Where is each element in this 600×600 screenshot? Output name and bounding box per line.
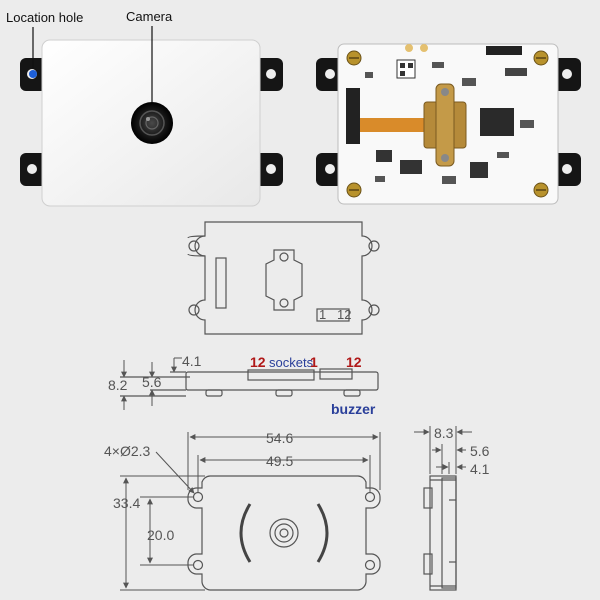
location-hole-marker xyxy=(29,70,37,78)
mount-hole xyxy=(192,559,204,571)
scan-wave-right-icon xyxy=(316,503,329,563)
dim-side-8-2: 8.2 xyxy=(108,377,128,393)
front-view-drawing xyxy=(187,475,381,591)
top-view-camera-bracket xyxy=(265,249,303,311)
front-view-dimensions xyxy=(120,432,381,591)
dim-width-54-6: 54.6 xyxy=(266,430,293,446)
screw-icon xyxy=(533,182,549,198)
socket-number-left: 12 xyxy=(250,354,266,370)
socket-number-right: 12 xyxy=(346,354,362,370)
side-view-body xyxy=(185,371,379,391)
location-hole-label: Location hole xyxy=(6,10,83,25)
screw-icon xyxy=(346,182,362,198)
buzzer-label: buzzer xyxy=(331,401,376,417)
dim-end-5-6: 5.6 xyxy=(470,443,490,459)
front-view-outline xyxy=(187,475,381,591)
module-front-photo xyxy=(20,26,283,207)
side-view-dimensions xyxy=(121,357,182,410)
dim-height-33-4: 33.4 xyxy=(113,495,140,511)
scan-wave-left-icon xyxy=(239,503,252,563)
module-back-photo xyxy=(316,43,581,205)
side-view-drawing xyxy=(120,368,379,397)
socket-number-mid: 1 xyxy=(310,354,318,370)
dim-end-4-1: 4.1 xyxy=(470,461,490,477)
screw-icon xyxy=(533,50,549,66)
sockets-label: sockets xyxy=(269,355,314,370)
header-connector xyxy=(486,46,522,55)
fpc-connector xyxy=(346,88,360,144)
top-view-slot xyxy=(215,257,227,309)
mount-hole xyxy=(364,559,376,571)
end-view-drawing xyxy=(423,475,457,591)
top-view-connector xyxy=(316,308,350,322)
dim-hole-spec: 4×Ø2.3 xyxy=(104,443,151,459)
dim-end-8-3: 8.3 xyxy=(434,425,454,441)
camera-label: Camera xyxy=(126,9,173,24)
camera-ribbon-cable xyxy=(346,118,428,132)
chip xyxy=(480,108,514,136)
mount-hole xyxy=(192,491,204,503)
dim-height-20-0: 20.0 xyxy=(147,527,174,543)
connector-pin-12-label: 12 xyxy=(337,307,351,322)
connector-pin-1-label: 1 xyxy=(319,307,326,322)
end-view-body xyxy=(429,475,457,591)
lens-icon xyxy=(269,518,299,548)
side-view-socket xyxy=(247,369,315,381)
dim-width-49-5: 49.5 xyxy=(266,453,293,469)
dim-side-5-6: 5.6 xyxy=(142,374,162,390)
top-view-drawing xyxy=(187,221,380,335)
mount-hole xyxy=(364,491,376,503)
screw-icon xyxy=(346,50,362,66)
end-view-dimensions xyxy=(414,426,472,474)
camera-lens-icon xyxy=(131,102,173,144)
dim-side-4-1: 4.1 xyxy=(182,353,202,369)
side-view-buzzer xyxy=(319,368,353,380)
